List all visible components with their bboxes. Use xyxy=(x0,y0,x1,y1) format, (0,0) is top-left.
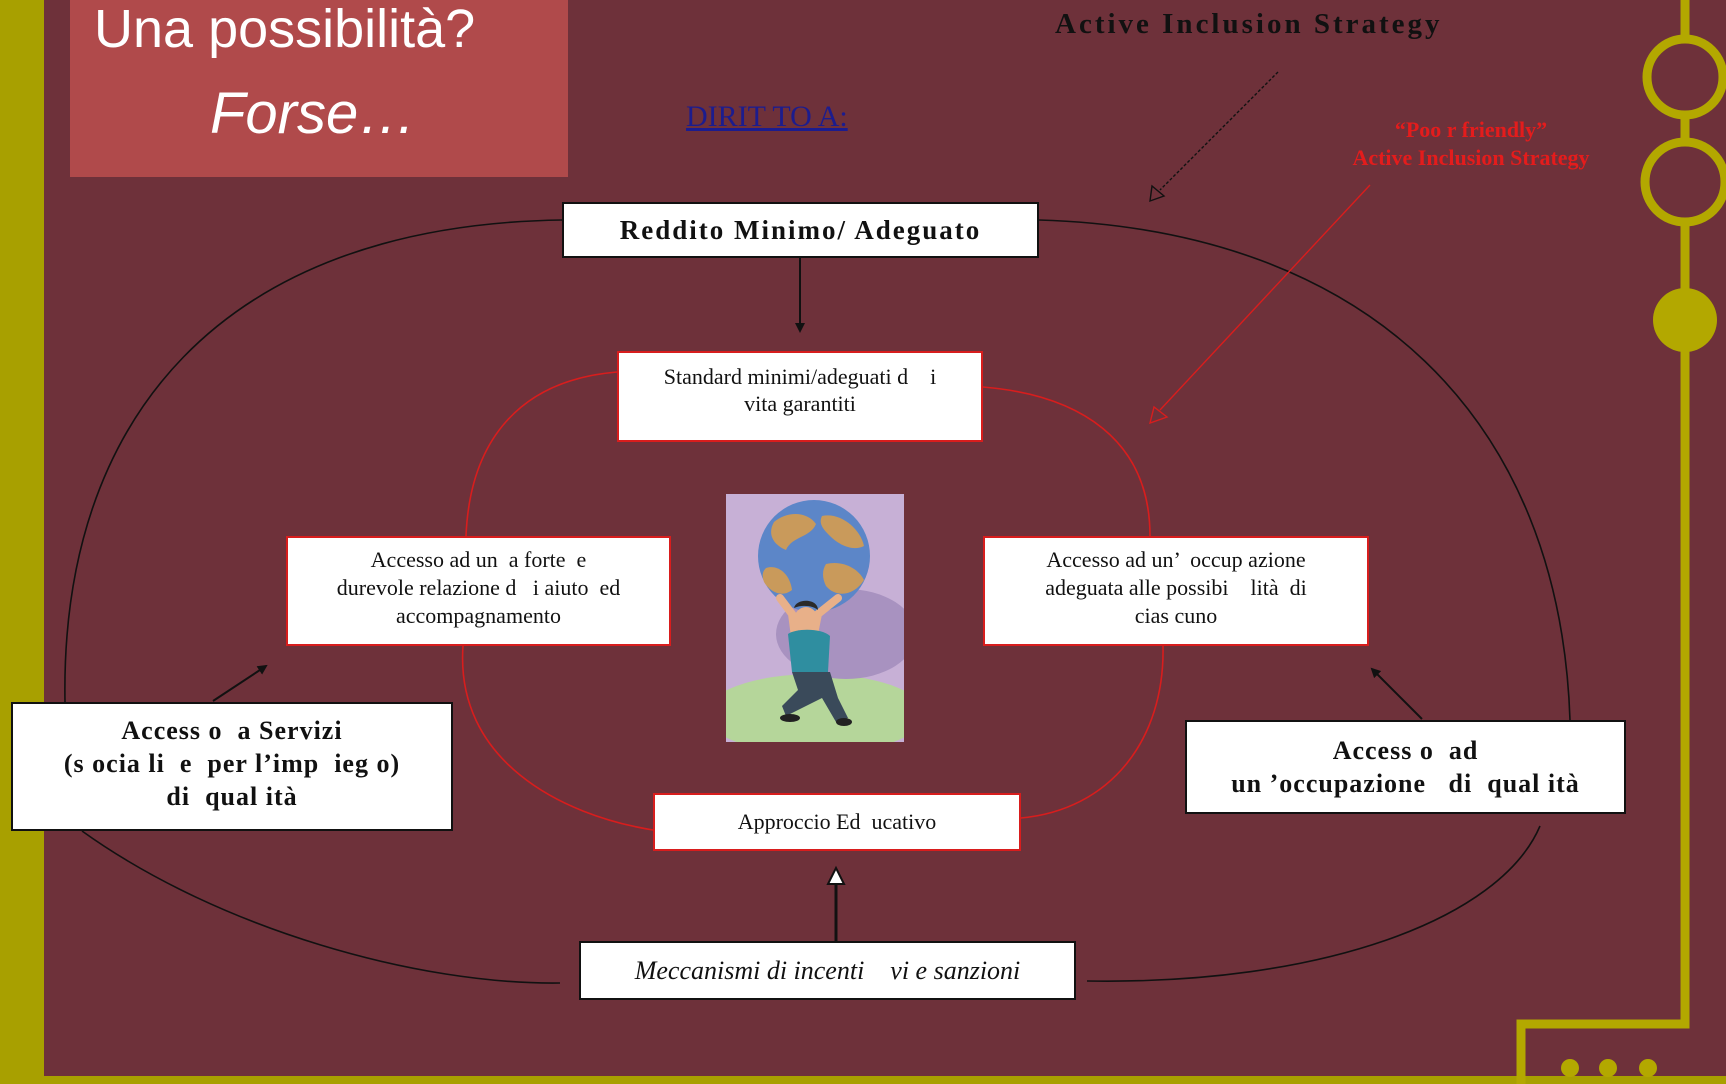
relazione-line2: durevole relazione d i aiuto ed xyxy=(336,575,621,600)
meccanismi-label: Meccanismi di incenti vi e sanzioni xyxy=(634,955,1021,985)
servizi-line3: di qual ità xyxy=(166,782,298,811)
poor-friendly-line1: “Poo r friendly” xyxy=(1394,117,1548,142)
standard-line1: Standard minimi/adeguati d i xyxy=(663,364,937,389)
diritto-link[interactable]: DIRIT TO A: xyxy=(686,100,848,133)
meccanismi-incentivi-box: Meccanismi di incenti vi e sanzioni xyxy=(579,941,1076,1000)
qualita-line2: un ’occupazione di qual ità xyxy=(1231,769,1580,798)
servizi-arrow xyxy=(212,664,268,702)
woman-carrying-globe-icon xyxy=(726,494,904,742)
relazione-aiuto-box: Accesso ad un a forte e durevole relazio… xyxy=(286,536,671,646)
dots xyxy=(1561,1059,1657,1077)
active-inclusion-strategy-label: Active Inclusion Strategy xyxy=(1055,8,1443,40)
reddito-minimo-box: Redditо Minimo/ Adeguato xyxy=(562,202,1039,258)
occupazione-line2: adeguata alle possibi lità di xyxy=(1045,575,1307,600)
poor-friendly-arrow xyxy=(1149,184,1371,425)
bottom-gold-bar xyxy=(0,1076,1726,1084)
poor-friendly-line2: Active Inclusion Strategy xyxy=(1352,145,1590,170)
outer-loop xyxy=(64,219,1571,984)
approccio-label: Approccio Ed ucativo xyxy=(737,809,937,834)
title-block: Una possibilità? Forse… xyxy=(70,0,568,177)
right-circuit-decoration xyxy=(1516,0,1726,1084)
qualita-line1: Access o ad xyxy=(1332,736,1479,765)
poor-friendly-label: “Poo r friendly” Active Inclusion Strate… xyxy=(1296,116,1646,172)
circuit-node xyxy=(1653,288,1717,352)
servizi-line1: Access o a Servizi xyxy=(121,716,343,745)
servizi-line2: (s ocia li e per l’imp ieg o) xyxy=(63,749,401,778)
occupazione-adeguata-box: Accesso ad un’ occup azione adeguata all… xyxy=(983,536,1369,646)
relazione-line1: Accesso ad un a forte e xyxy=(370,547,587,572)
relazione-line3: accompagnamento xyxy=(396,603,561,628)
reddito-minimo-label: Redditо Minimo/ Adeguato xyxy=(619,214,982,245)
strategy-arrow xyxy=(1149,71,1279,203)
title-answer: Forse… xyxy=(210,81,417,146)
approccio-educativo-box: Approccio Ed ucativo xyxy=(653,793,1021,851)
qualita-arrow xyxy=(1370,667,1423,720)
occupazione-line1: Accesso ad un’ occup azione xyxy=(1046,547,1306,572)
title-question: Una possibilità? xyxy=(94,0,476,59)
left-gold-bar xyxy=(0,0,44,1084)
inner-loop xyxy=(461,371,1164,831)
standard-minimi-box: Standard minimi/adeguati d i vita garant… xyxy=(617,351,983,442)
meccanismi-to-approccio-arrow xyxy=(826,865,846,941)
standard-line2: vita garantiti xyxy=(744,391,856,416)
occupazione-line3: cias cuno xyxy=(1134,603,1218,628)
accesso-occupazione-qualita-box: Access o ad un ’occupazione di qual ità xyxy=(1185,720,1626,814)
accesso-servizi-box: Access o a Servizi (s ocia li e per l’im… xyxy=(11,702,453,831)
